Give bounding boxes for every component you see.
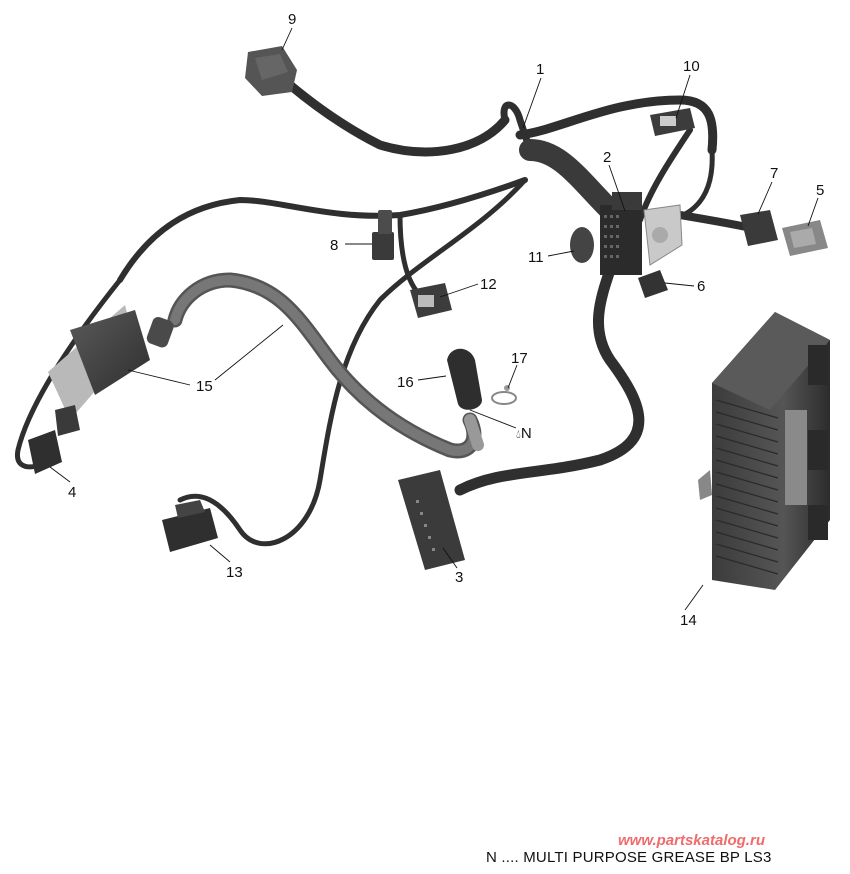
grease-marker: 💧︎N (516, 425, 532, 442)
callout-2[interactable]: 2 (603, 149, 612, 166)
spark-plug-boot (447, 348, 482, 410)
connector-10 (650, 108, 695, 136)
grease-drop-icon: 💧︎ (516, 427, 521, 441)
ignition-coil (48, 305, 174, 420)
callout-16[interactable]: 16 (397, 374, 414, 391)
callout-5[interactable]: 5 (816, 182, 825, 199)
engine-control-module (698, 312, 830, 590)
grease-marker-label: N (520, 425, 532, 442)
callout-12[interactable]: 12 (480, 276, 497, 293)
callout-4[interactable]: 4 (68, 484, 77, 501)
connector-4 (28, 405, 80, 474)
callout-15[interactable]: 15 (196, 378, 213, 395)
harness-wires (14, 80, 774, 547)
watermark[interactable]: www.partskatalog.ru (618, 832, 765, 849)
callout-1[interactable]: 1 (536, 61, 545, 78)
connector-7 (740, 210, 778, 246)
callout-10[interactable]: 10 (683, 58, 700, 75)
connector-13 (162, 500, 218, 552)
callout-17[interactable]: 17 (511, 350, 528, 367)
callout-7[interactable]: 7 (770, 165, 779, 182)
high-tension-lead (167, 272, 484, 459)
callout-8[interactable]: 8 (330, 237, 339, 254)
connector-6 (638, 270, 668, 298)
connector-3 (398, 470, 465, 570)
callout-6[interactable]: 6 (697, 278, 706, 295)
callout-13[interactable]: 13 (226, 564, 243, 581)
leader-lines (49, 27, 819, 611)
connector-9 (245, 46, 297, 96)
connector-5 (782, 220, 828, 256)
main-connector-2 (570, 192, 683, 275)
connector-8 (372, 210, 394, 260)
callout-11[interactable]: 11 (528, 249, 544, 266)
connector-12 (410, 283, 452, 318)
callout-3[interactable]: 3 (455, 569, 464, 586)
callout-9[interactable]: 9 (288, 11, 297, 28)
clamp (491, 385, 517, 405)
lubricant-legend: N .... MULTI PURPOSE GREASE BP LS3 (486, 849, 772, 866)
callout-14[interactable]: 14 (680, 612, 697, 629)
